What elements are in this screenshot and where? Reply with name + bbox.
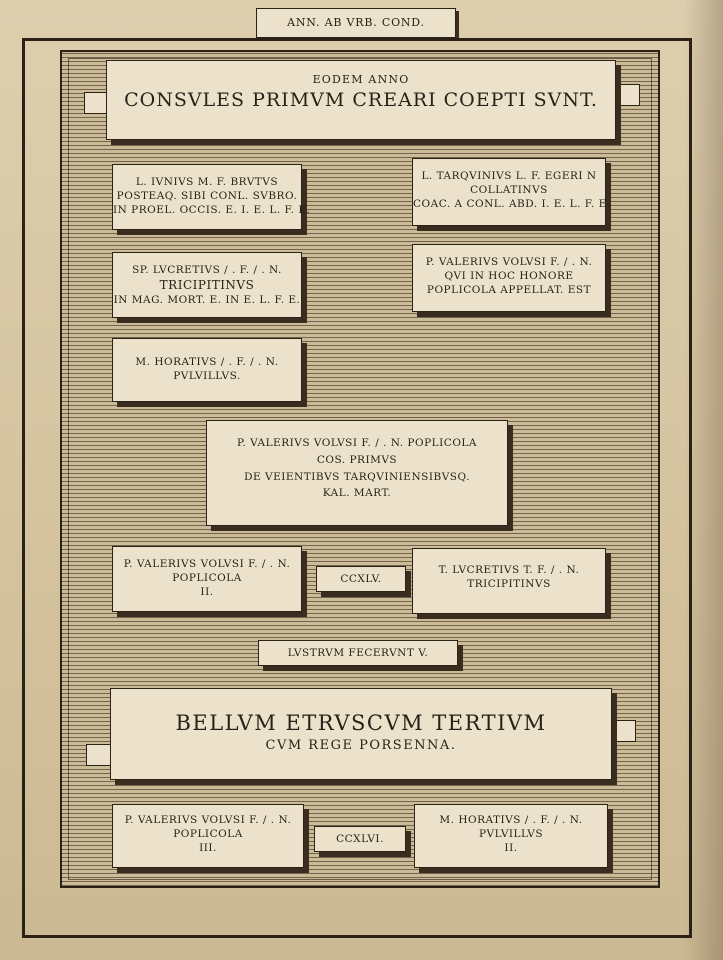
plaque-line: PVLVILLVS. <box>173 370 241 383</box>
banner-subtitle: EODEM ANNO <box>312 73 410 86</box>
year-plaque-246: CCXLVI. <box>314 826 406 852</box>
plaque-line: II. <box>504 842 518 855</box>
plaque-line: SP. LVCRETIVS / . F. / . N. <box>132 264 282 276</box>
plaque-line: T. LVCRETIVS T. F. / . N. <box>438 564 580 576</box>
plaque-valerius-third: P. VALERIVS VOLVSI F. / . N. POPLICOLA I… <box>112 804 304 868</box>
plaque-line: L. TARQVINIVS L. F. EGERI N <box>421 170 597 182</box>
plaque-line: POPLICOLA <box>172 572 242 585</box>
plaque-line: L. IVNIVS M. F. BRVTVS <box>135 176 279 188</box>
year-plaque-245: CCXLV. <box>316 566 406 592</box>
plaque-line: COAC. A CONL. ABD. I. E. L. F. E. <box>413 198 611 211</box>
plaque-line: II. <box>200 586 214 599</box>
plaque-line: P. VALERIVS VOLVSI F. / . N. <box>123 558 291 570</box>
year-label-246: CCXLVI. <box>336 833 384 845</box>
plaque-line: COLLATINVS <box>470 184 548 197</box>
year-header-text: ANN. AB VRB. COND. <box>287 16 425 29</box>
plaque-line: P. VALERIVS VOLVSI F. / . N. <box>124 814 292 826</box>
plaque-brutus: L. IVNIVS M. F. BRVTVS POSTEAQ. SIBI CON… <box>112 164 311 230</box>
plaque-valerius-second: P. VALERIVS VOLVSI F. / . N. POPLICOLA I… <box>112 546 302 612</box>
plaque-line: KAL. MART. <box>322 487 392 500</box>
plaque-horatius-second: M. HORATIVS / . F. / . N. PVLVILLVS II. <box>414 804 608 868</box>
war-banner-subtitle: CVM REGE PORSENNA. <box>265 738 457 754</box>
plaque-line: POPLICOLA <box>173 828 243 841</box>
lustrum-plaque: LVSTRVM FECERVNT V. <box>258 640 458 666</box>
plaque-line: P. VALERIVS VOLVSI F. / . N. <box>425 256 593 268</box>
plaque-triumph: P. VALERIVS VOLVSI F. / . N. POPLICOLA C… <box>206 420 508 526</box>
year-header-tag: ANN. AB VRB. COND. <box>256 8 456 38</box>
plaque-valerius-first: P. VALERIVS VOLVSI F. / . N. QVI IN HOC … <box>412 244 606 312</box>
consuls-banner: EODEM ANNO CONSVLES PRIMVM CREARI COEPTI… <box>106 60 616 140</box>
plaque-line: M. HORATIVS / . F. / . N. <box>439 814 583 826</box>
war-banner-title: BELLVM ETRVSCVM TERTIVM <box>175 711 547 735</box>
plaque-lucretius-second: T. LVCRETIVS T. F. / . N. TRICIPITINVS <box>412 548 606 614</box>
plaque-horatius: M. HORATIVS / . F. / . N. PVLVILLVS. <box>112 338 302 402</box>
plaque-line: POPLICOLA APPELLAT. EST <box>426 284 592 297</box>
war-banner-left-tab <box>86 744 112 766</box>
plaque-line: M. HORATIVS / . F. / . N. <box>135 356 279 368</box>
plaque-line: QVI IN HOC HONORE <box>444 270 574 283</box>
war-banner: BELLVM ETRVSCVM TERTIVM CVM REGE PORSENN… <box>110 688 612 780</box>
year-label-245: CCXLV. <box>340 573 382 585</box>
plaque-line: III. <box>199 842 217 855</box>
plaque-line: PVLVILLVS <box>478 828 544 841</box>
plaque-line: DE VEIENTIBVS TARQVINIENSIBVSQ. <box>244 470 470 483</box>
plaque-line: POSTEAQ. SIBI CONL. SVBRO. <box>116 190 298 203</box>
outer-frame <box>22 38 692 938</box>
war-banner-right-tab <box>610 720 636 742</box>
plaque-line: COS. PRIMVS <box>316 453 398 466</box>
plaque-collatinus: L. TARQVINIVS L. F. EGERI N COLLATINVS C… <box>412 158 611 226</box>
banner-right-tab <box>614 84 640 106</box>
lustrum-text: LVSTRVM FECERVNT V. <box>287 647 429 659</box>
plaque-line: IN PROEL. OCCIS. E. I. E. L. F. E. <box>113 204 311 217</box>
plaque-lucretius: SP. LVCRETIVS / . F. / . N. TRICIPITINVS… <box>112 252 302 318</box>
plaque-line: TRICIPITINVS <box>159 278 255 293</box>
banner-title: CONSVLES PRIMVM CREARI COEPTI SVNT. <box>124 88 598 111</box>
plaque-line: TRICIPITINVS <box>467 578 551 591</box>
plaque-line: IN MAG. MORT. E. IN E. L. F. E. <box>113 294 301 307</box>
plaque-line: P. VALERIVS VOLVSI F. / . N. POPLICOLA <box>237 437 477 449</box>
